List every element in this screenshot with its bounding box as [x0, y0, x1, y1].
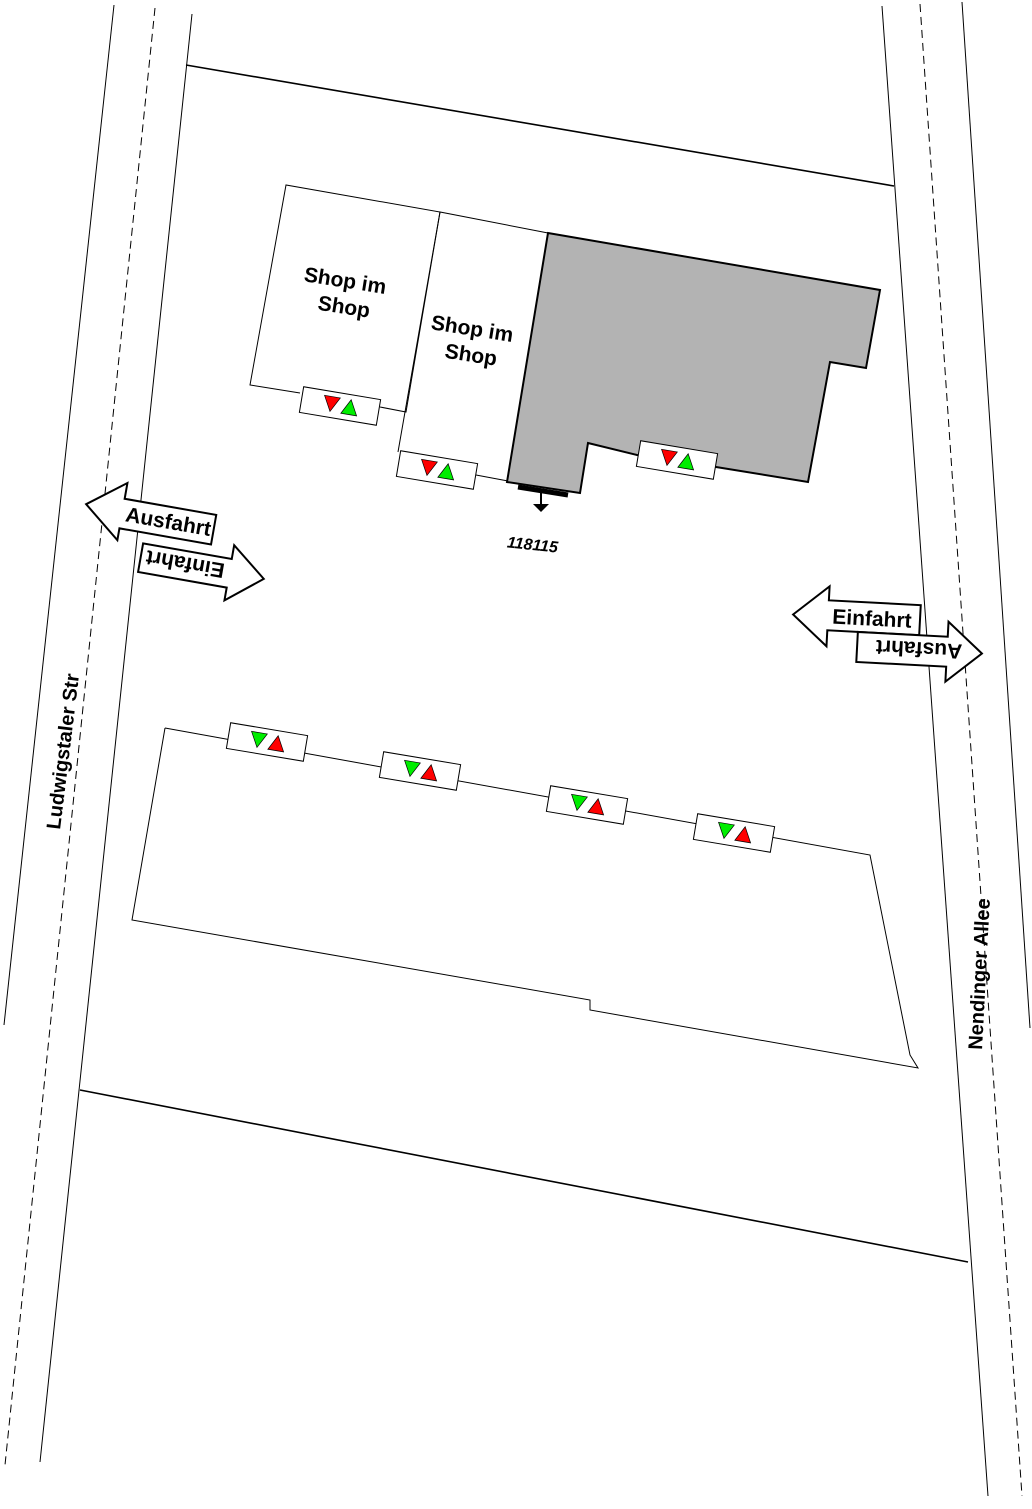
pump-island	[298, 386, 382, 426]
street-lines	[3, 1, 1031, 1497]
shop-building-2	[397, 211, 549, 482]
pump-island	[395, 450, 479, 490]
pump-island	[692, 813, 776, 853]
lower-building	[131, 727, 920, 1069]
pump-triangle-icon	[324, 394, 341, 413]
pump-triangle-icon	[420, 764, 438, 782]
pump-island	[545, 785, 629, 825]
pump-triangle-icon	[437, 463, 455, 481]
entrance-bar	[517, 484, 569, 498]
shop-building-1	[249, 184, 441, 413]
street-label-nendinger: Nendinger Allee	[965, 898, 995, 1050]
pump-triangle-icon	[251, 730, 268, 749]
pump-triangle-icon	[340, 399, 358, 417]
entry-arrow-right: Einfahrt	[791, 584, 922, 649]
pump-triangle-icon	[734, 826, 752, 844]
svg-text:Einfahrt: Einfahrt	[832, 606, 912, 633]
entrance-arrow-icon	[533, 491, 549, 512]
pump-triangle-icon	[421, 458, 438, 477]
pump-triangle-icon	[661, 448, 678, 467]
shop-label-2: Shop im Shop	[425, 311, 520, 373]
pump-triangle-icon	[677, 453, 695, 471]
pump-triangle-icon	[571, 793, 588, 812]
svg-text:Ausfahrt: Ausfahrt	[875, 635, 962, 662]
pump-island	[635, 440, 719, 480]
pump-triangle-icon	[587, 798, 605, 816]
shop-label-1: Shop im Shop	[298, 263, 393, 325]
main-building	[505, 231, 882, 495]
pump-island	[378, 751, 462, 791]
station-id: 118115	[506, 534, 560, 556]
pump-island	[225, 722, 309, 762]
exit-arrow-right: Ausfahrt	[855, 619, 984, 684]
pump-triangle-icon	[404, 759, 421, 778]
pump-triangle-icon	[718, 821, 735, 840]
pump-triangle-icon	[267, 735, 285, 753]
street-label-ludwigstaler: Ludwigstaler Str	[43, 672, 84, 830]
